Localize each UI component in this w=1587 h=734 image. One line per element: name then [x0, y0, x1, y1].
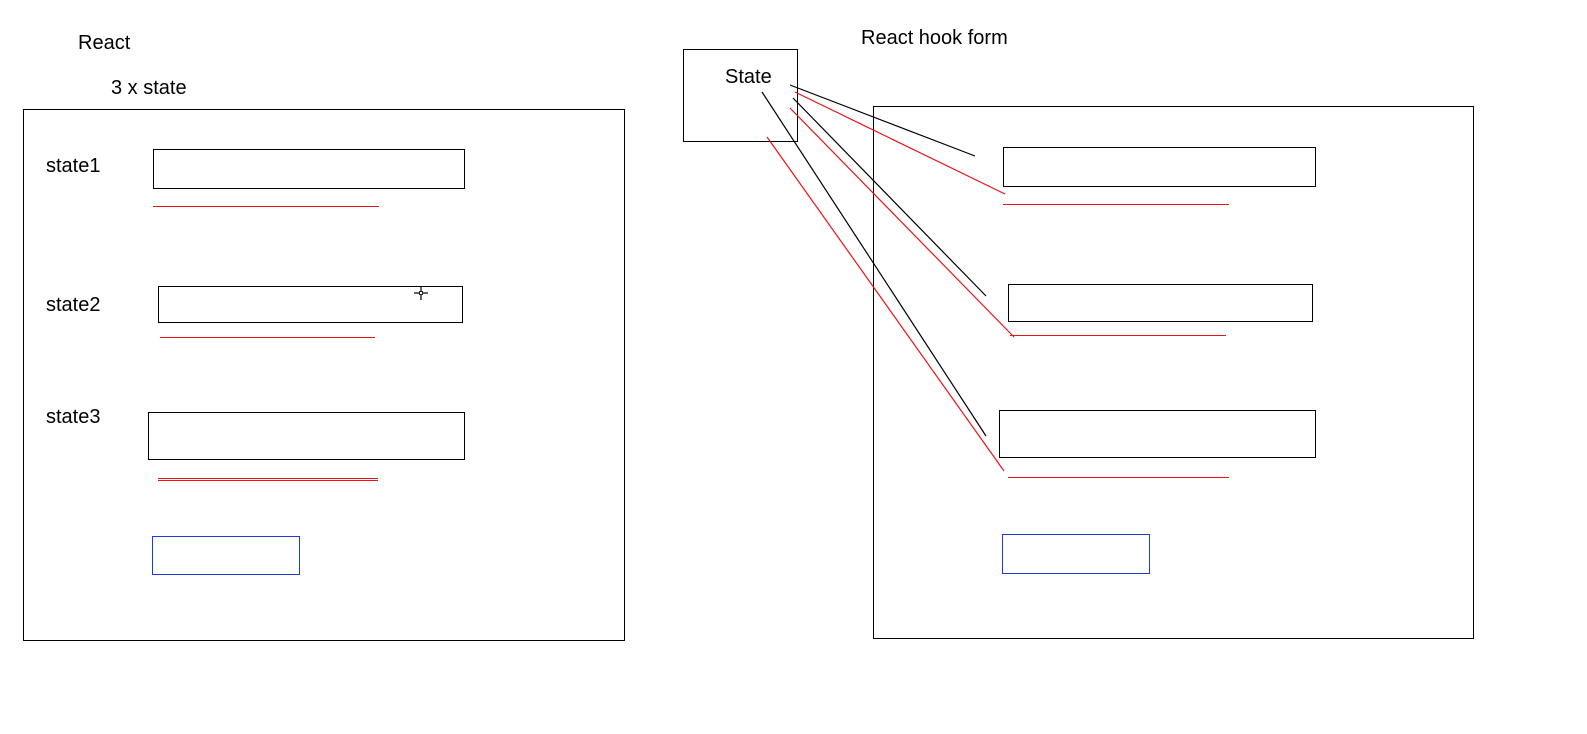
react-form-panel [23, 109, 625, 641]
state2-label: state2 [46, 294, 101, 316]
state3-label: state3 [46, 406, 101, 428]
state1-underline [153, 206, 379, 207]
hook-field3-underline [1008, 477, 1229, 478]
hook-field2-input[interactable] [1008, 284, 1313, 322]
state1-input[interactable] [153, 149, 465, 189]
react-title: React [78, 32, 131, 54]
state3-input[interactable] [148, 412, 465, 460]
hook-submit-button[interactable] [1002, 534, 1150, 574]
react-hook-form-title: React hook form [861, 27, 1008, 49]
hook-field3-input[interactable] [999, 410, 1316, 458]
hook-field2-underline [1010, 335, 1226, 336]
state-box-label: State [725, 66, 772, 88]
state3-underline [158, 478, 378, 481]
state2-underline [160, 337, 375, 338]
react-submit-button[interactable] [152, 536, 300, 575]
hook-field1-input[interactable] [1003, 147, 1316, 187]
state2-input[interactable] [158, 286, 463, 323]
crosshair-cursor-icon [414, 286, 428, 300]
react-subtitle: 3 x state [111, 77, 187, 99]
state1-label: state1 [46, 155, 101, 177]
state-box [683, 49, 798, 142]
hook-field1-underline [1003, 204, 1229, 205]
